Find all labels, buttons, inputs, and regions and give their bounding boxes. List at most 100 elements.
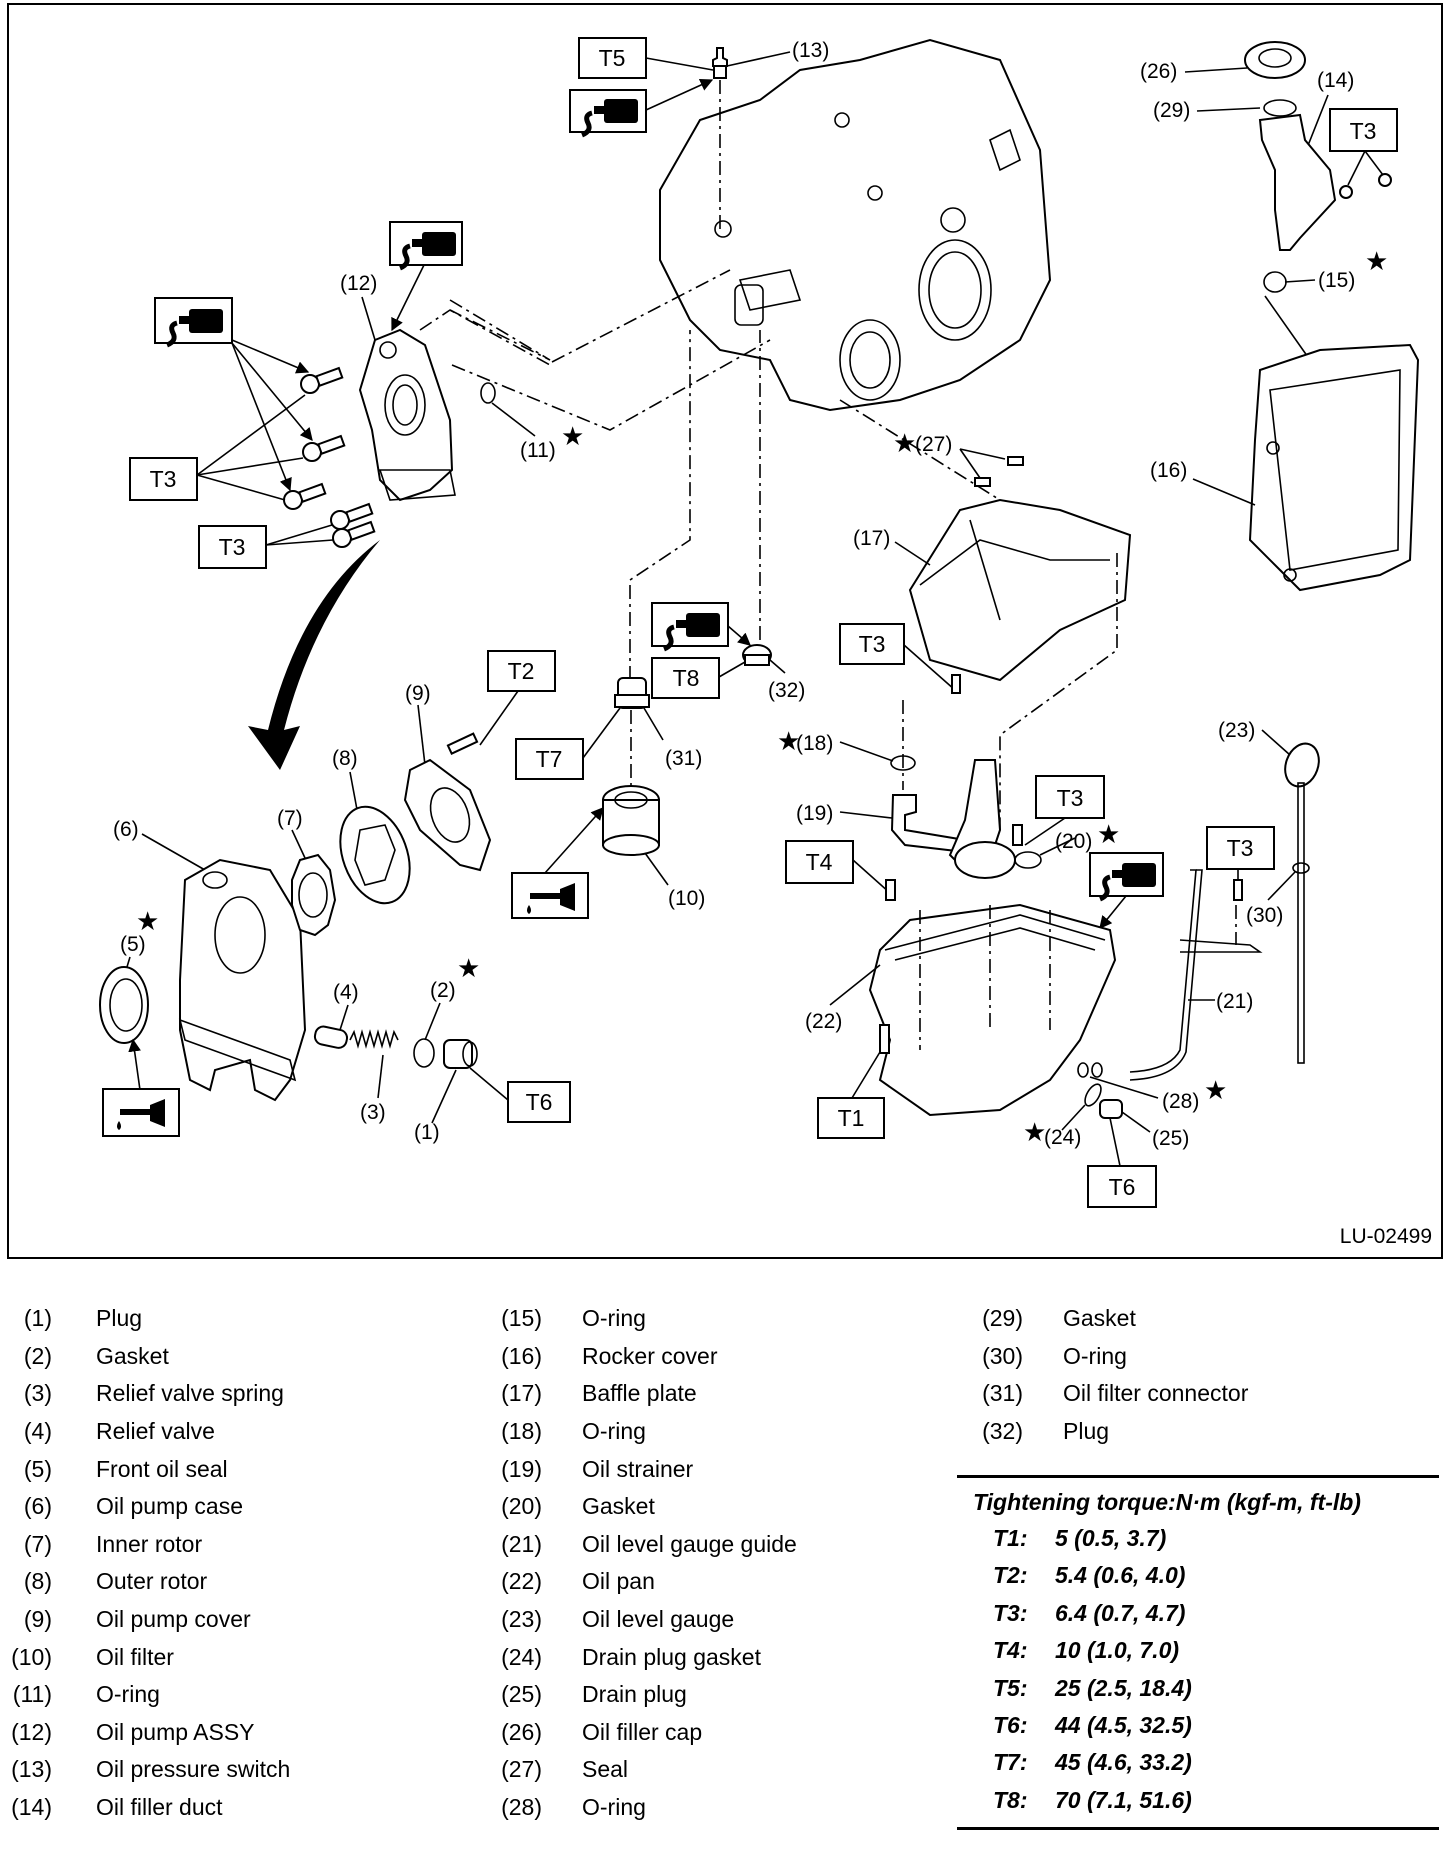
part-outline <box>462 1041 478 1067</box>
leader-line <box>726 51 791 67</box>
star-icon: ★ <box>1097 819 1120 849</box>
torque-tag-label: T3 <box>1057 785 1084 811</box>
callout-4: (4) <box>333 981 359 1004</box>
diagram-frame <box>7 3 1443 1259</box>
part-outline <box>358 328 454 502</box>
leader-line <box>1264 295 1311 361</box>
part-outline <box>868 903 1117 1117</box>
legend-item-name: Oil pump cover <box>96 1606 251 1633</box>
part-outline <box>919 539 1110 586</box>
part-outline <box>1292 862 1310 874</box>
callout-13: (13) <box>792 39 829 62</box>
part-outline <box>1263 271 1287 293</box>
part-outline <box>738 269 802 311</box>
legend-item: (25)Drain plug <box>494 1676 797 1714</box>
part-outline <box>214 896 266 974</box>
part-outline <box>918 239 992 341</box>
torque-tag-label: T8 <box>673 665 700 691</box>
part-outline <box>734 284 764 326</box>
leader-line <box>1024 817 1066 846</box>
oil-pump-exploded-group: (6) (7) (8) (9) T2 (5) ★ (4) <box>99 650 571 1144</box>
legend-item: (28)O-ring <box>494 1789 797 1827</box>
legend-item-name: Relief valve spring <box>96 1380 284 1407</box>
legend-item-number: (4) <box>23 1418 52 1445</box>
part-outline <box>1179 939 1263 953</box>
legend-item: (13)Oil pressure switch <box>8 1751 290 1789</box>
torque-code: T7: <box>993 1749 1028 1776</box>
legend-item-name: Oil strainer <box>582 1455 694 1482</box>
callout-8: (8) <box>332 747 358 770</box>
part-outline <box>1014 851 1042 869</box>
leader-line <box>361 296 376 341</box>
star-icon: ★ <box>561 421 584 451</box>
assembly-guide-line <box>839 399 1001 501</box>
leader-line <box>1261 729 1291 756</box>
bolt <box>300 366 344 394</box>
exploded-diagram: LU-02499 T5 (13) (12) <box>7 3 1443 1259</box>
torque-code: T5: <box>993 1674 1028 1701</box>
callout-31: (31) <box>665 747 702 770</box>
callout-14: (14) <box>1317 69 1354 92</box>
torque-row: T7:45 (4.6, 33.2) <box>957 1744 1439 1781</box>
torque-row: T3:6.4 (0.7, 4.7) <box>957 1595 1439 1632</box>
callout-16: (16) <box>1150 459 1187 482</box>
legend-item-number: (1) <box>23 1305 52 1332</box>
rocker-cover-group: (16) <box>1150 343 1420 592</box>
callout-17: (17) <box>853 527 890 550</box>
leader-line <box>645 78 714 111</box>
leader-line <box>959 448 981 479</box>
part-outline <box>317 434 346 455</box>
legend-item-name: O-ring <box>1063 1342 1127 1369</box>
leader-line <box>1192 478 1256 506</box>
leader-line <box>644 852 669 886</box>
part-outline <box>109 978 143 1032</box>
torque-tag-t6 <box>507 1081 571 1123</box>
part-outline <box>202 871 228 889</box>
leader-line <box>231 342 292 492</box>
part-outline <box>1258 113 1337 251</box>
torque-value: 5.4 (0.6, 4.0) <box>1055 1562 1186 1589</box>
leader-line <box>1196 107 1261 112</box>
callout-7: (7) <box>277 807 303 830</box>
part-outline <box>480 382 496 404</box>
star-icon: ★ <box>136 906 159 936</box>
legend-item-number: (22) <box>501 1568 542 1595</box>
torque-value: 10 (1.0, 7.0) <box>1055 1637 1180 1664</box>
bolt <box>302 434 346 462</box>
torque-code: T8: <box>993 1786 1028 1813</box>
legend-item: (30) O-ring <box>975 1338 1248 1376</box>
torque-tag-label: T3 <box>1350 118 1377 144</box>
part-outline <box>839 319 901 401</box>
part-outline <box>378 469 456 501</box>
oil-pressure-switch-group: T5 (13) <box>569 37 829 230</box>
oil-filter-group: T8 (32) T7 (31) (10) <box>511 330 805 919</box>
leader-line <box>1284 279 1316 283</box>
star-icon: ★ <box>1023 1117 1046 1147</box>
part-outline <box>1077 1062 1089 1078</box>
leader-line <box>141 833 206 871</box>
leader-line <box>469 1067 509 1101</box>
part-outline <box>1263 99 1297 117</box>
legend-item: (3)Relief valve spring <box>8 1375 290 1413</box>
leader-line <box>391 264 425 332</box>
part-outline <box>884 914 1106 951</box>
leader-line <box>231 339 310 374</box>
part-outline <box>313 1025 349 1049</box>
callout-2: (2) <box>430 979 456 1002</box>
torque-tag-label: T2 <box>508 658 535 684</box>
legend-item-number: (7) <box>23 1530 52 1557</box>
part-outline <box>908 498 1132 682</box>
legend-item-number: (30) <box>982 1342 1023 1369</box>
part-outline <box>867 185 883 201</box>
part-outline <box>951 674 961 694</box>
legend-item-number: (26) <box>501 1718 542 1745</box>
legend-item-name: Oil pan <box>582 1568 655 1595</box>
star-icon: ★ <box>1365 246 1388 276</box>
part-outline <box>989 128 1021 172</box>
legend-item: (20)Gasket <box>494 1488 797 1526</box>
part-outline <box>602 834 660 856</box>
legend-item-number: (10) <box>11 1643 52 1670</box>
leader-line <box>196 394 306 476</box>
legend-item-name: Gasket <box>1063 1305 1136 1332</box>
part-outline <box>1129 869 1203 1081</box>
